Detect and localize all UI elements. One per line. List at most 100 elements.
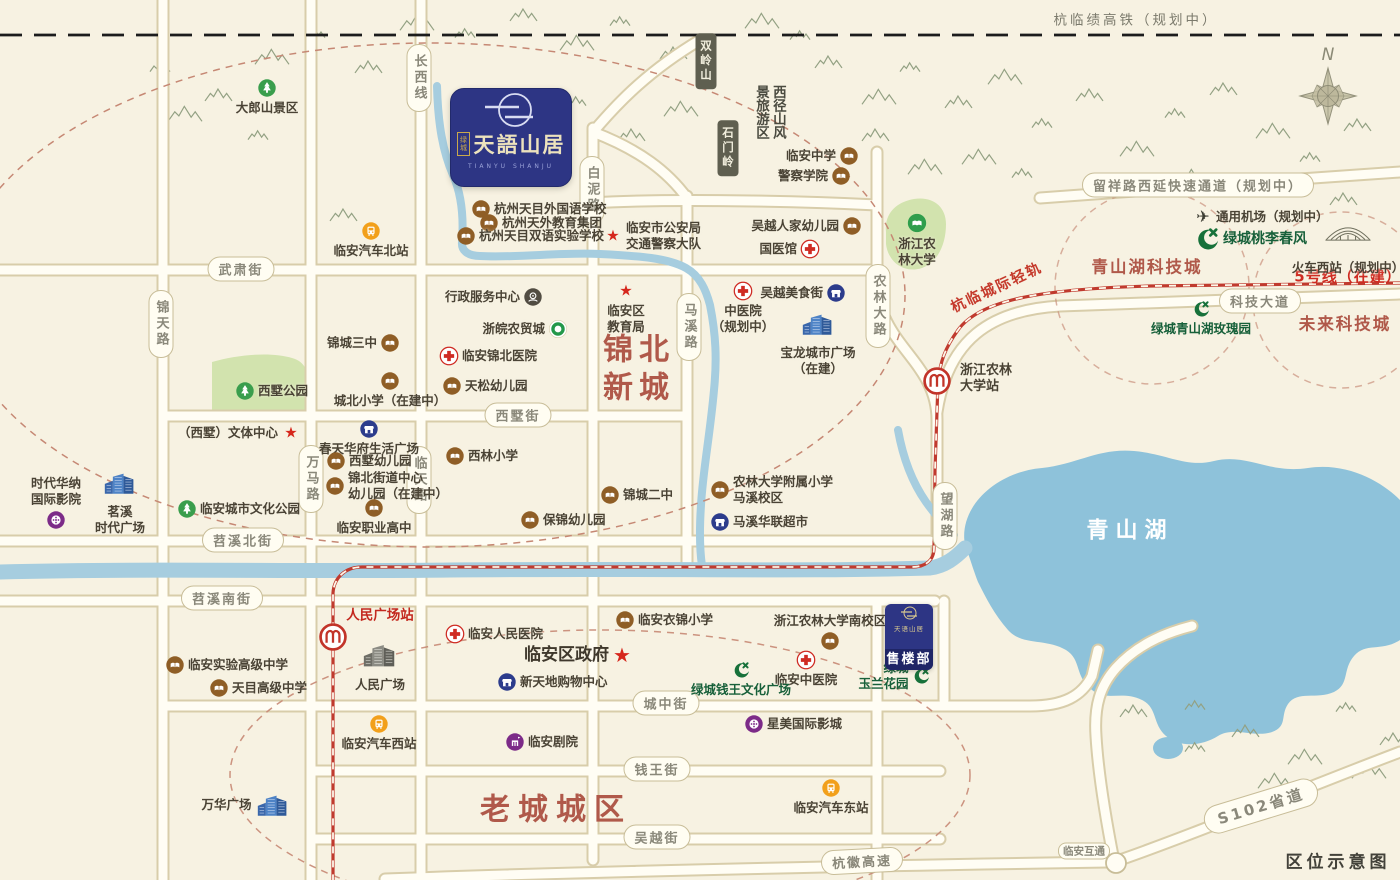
greentown-icon: [732, 661, 750, 679]
mountain-tag-0: 双岭山: [695, 33, 717, 89]
hospital-icon: [801, 240, 820, 259]
pond: [1153, 737, 1183, 759]
greentown-icon: [1195, 227, 1220, 252]
poi-label-53: 火车西站（规划中）: [1291, 259, 1400, 275]
school-icon: [365, 499, 384, 518]
school-icon: [381, 372, 400, 391]
park-icon: [178, 500, 197, 519]
poi-label-40: 临安区政府: [524, 644, 609, 665]
road-label-6: 吴越街: [623, 824, 691, 850]
university-icon: [907, 213, 927, 233]
school-icon: [601, 486, 620, 505]
road-label-3: 苕溪南街: [180, 585, 264, 611]
map-label-9: 人民广场站: [346, 607, 414, 624]
star-icon: ★: [613, 643, 631, 667]
poi-label-19: 中医院 （规划中）: [711, 303, 775, 335]
shop-icon: [360, 420, 379, 439]
school-icon: [843, 217, 862, 236]
poi-label-22: （西墅）文体中心: [177, 424, 278, 440]
map-label-3: 青山湖科技城: [1091, 257, 1203, 277]
poi-label-42: 浙江农林大学南校区: [773, 612, 887, 628]
school-icon: [166, 656, 185, 675]
project-logo-card: 绿城 天語山居 TIANYU SHANJU: [450, 88, 572, 187]
sales-office-label: 售楼部: [885, 649, 933, 670]
road-label-16: 临天路: [406, 446, 432, 514]
poi-label-52: 绿城桃李春风: [1223, 230, 1307, 247]
poi-label-39: 临安衣锦小学: [638, 611, 714, 627]
project-emblem-icon: [485, 93, 533, 127]
road-label-5: 钱王街: [623, 756, 691, 782]
school-icon: [821, 632, 840, 651]
road-label-10: 留祥路西延快速通道（规划中）: [1081, 172, 1315, 198]
shop-icon: [711, 513, 730, 532]
poi-label-47: 临安剧院: [528, 733, 579, 749]
school-icon: [840, 147, 859, 166]
compass-icon: N: [1298, 45, 1358, 126]
poi-label-49: 临安汽车东站: [793, 800, 869, 815]
market-icon: [549, 320, 568, 339]
train-station-icon: [1325, 226, 1371, 243]
hospital-icon: [446, 625, 465, 644]
poi-label-29: 茗溪 时代广场: [94, 503, 146, 535]
poi-label-13: 天松幼儿园: [465, 377, 528, 393]
map-label-7: 5号线（在建）: [1294, 267, 1400, 286]
poi-label-12: 临安锦北医院: [462, 347, 538, 363]
map-label-2: 老城城区: [480, 792, 632, 828]
poi-label-9: 杭州天目双语实验学校: [479, 227, 605, 243]
map-label-4: 未来科技城: [1298, 314, 1392, 334]
poi-label-24: 西墅幼儿园: [349, 452, 412, 468]
school-icon: [381, 334, 400, 353]
mountain-tag-1: 石门岭: [717, 120, 739, 176]
plane-icon: ✈: [1196, 207, 1210, 226]
project-name-en: TIANYU SHANJU: [467, 163, 555, 170]
compass-n-label: N: [1322, 45, 1335, 65]
poi-label-32: 保锦幼儿园: [543, 511, 606, 527]
hospital-icon: [734, 282, 753, 301]
sales-office-emblem-icon: [901, 606, 917, 620]
poi-label-14: 临安区 教育局: [607, 303, 645, 335]
building-icon: [800, 312, 836, 337]
map-label-1: 锦北 新城: [603, 332, 675, 406]
sales-office-card: 天语山居 售楼部: [885, 604, 933, 670]
road-label-2: 苕溪北街: [201, 527, 285, 553]
road-label-18: 农林大路: [865, 264, 891, 348]
road-label-11: 临安互通: [1058, 842, 1110, 860]
school-icon: [446, 447, 465, 466]
poi-label-6: 临安市公安局 交通警察大队: [626, 219, 702, 251]
map-label-11: 区位示意图: [1285, 852, 1391, 873]
bus-station-icon: [822, 779, 841, 798]
poi-label-30: 西林小学: [468, 447, 519, 463]
poi-label-15: 锦城三中: [326, 334, 377, 350]
metro-station-icon: [319, 623, 348, 652]
poi-label-46: 临安汽车西站: [341, 736, 417, 751]
poi-label-4: 吴越人家幼儿园: [751, 217, 839, 233]
poi-label-31: 锦城二中: [623, 486, 674, 502]
building-icon: [255, 793, 291, 818]
poi-label-23: 春天华府生活广场: [318, 441, 420, 456]
school-icon: [616, 611, 635, 630]
poi-label-11: 浙皖农贸城: [482, 320, 545, 336]
map-label-10: 浙江农林 大学站: [960, 362, 1013, 394]
road-label-0: 武肃街: [207, 256, 275, 282]
poi-label-10: 行政服务中心: [444, 288, 520, 304]
poi-label-25: 锦北街道中心 幼儿园（在建中）: [348, 469, 449, 501]
metro-station-icon: [923, 367, 952, 396]
poi-label-33: 农林大学附属小学 马溪校区: [733, 473, 834, 505]
poi-label-36: 天目高级中学: [232, 679, 308, 695]
poi-label-5: 国医馆: [759, 240, 797, 256]
sales-office-logo-text: 天语山居: [894, 625, 924, 633]
bus-station-icon: [370, 715, 389, 734]
interchange-circle: [1105, 852, 1127, 874]
poi-label-2: 临安中学: [785, 147, 836, 163]
school-icon: [711, 481, 730, 500]
poi-label-50: 万华广场: [201, 796, 252, 812]
shop-icon: [827, 284, 846, 303]
map-label-6: 西径山风 景旅游区: [753, 85, 786, 139]
school-icon: [832, 167, 851, 186]
poi-label-27: 临安城市文化公园: [200, 500, 301, 516]
star-icon: ★: [284, 423, 298, 442]
poi-label-18: 浙江农 林大学: [898, 235, 936, 267]
poi-label-16: 城北小学（在建中）: [333, 393, 447, 408]
road-label-4: 城中街: [632, 690, 700, 716]
school-icon: [326, 477, 345, 496]
